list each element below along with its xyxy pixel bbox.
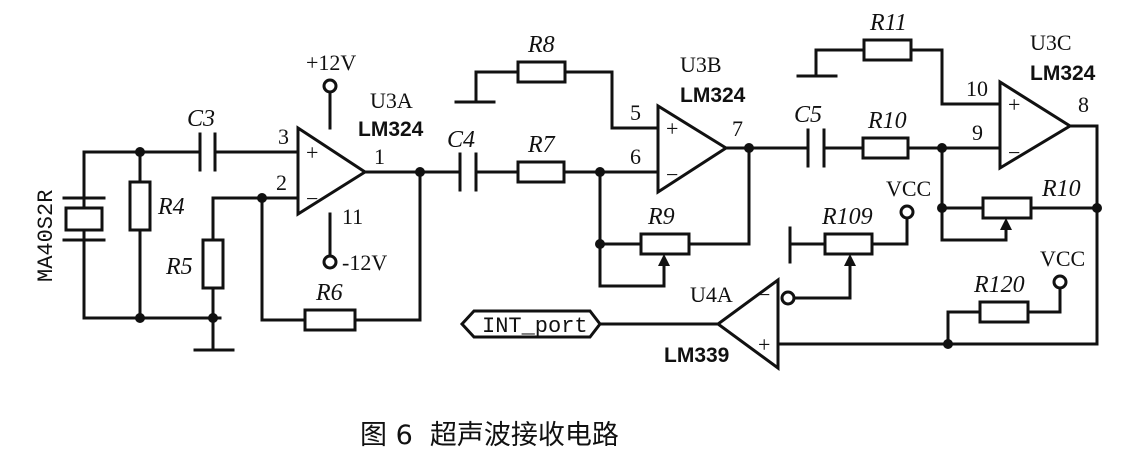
r10-wiper-arrow <box>1000 218 1012 230</box>
label-u3b-ref: U3B <box>680 52 722 77</box>
label-neg12: -12V <box>342 250 387 275</box>
u3a-pin-minus: 2 <box>276 170 287 195</box>
r109-wiper-arrow <box>844 254 856 266</box>
label-r8: R8 <box>527 32 555 58</box>
u3a-sign-minus: − <box>306 186 318 211</box>
u3a-pin-out: 1 <box>374 144 385 169</box>
u3c-pin-plus: 10 <box>966 76 988 101</box>
label-vcc1: VCC <box>886 176 931 201</box>
resistor-r9 <box>639 232 691 256</box>
r9-wiper-arrow <box>658 254 670 266</box>
label-u3c-part: LM324 <box>1030 62 1096 85</box>
comparator-u4a <box>715 277 780 371</box>
opamp-u3a <box>296 125 368 217</box>
u3b-sign-plus: + <box>666 116 678 141</box>
label-transducer: MA40S2R <box>34 190 59 282</box>
label-c4: C4 <box>447 127 475 153</box>
capacitor-c5 <box>806 128 826 168</box>
u3b-pin-plus: 5 <box>630 100 641 125</box>
u4a-sign-minus: − <box>758 282 770 307</box>
label-u3c-ref: U3C <box>1030 30 1072 55</box>
resistor-r8 <box>516 60 567 84</box>
opamp-u3b <box>656 103 729 195</box>
u3a-pin-vneg: 11 <box>342 204 363 229</box>
label-r109: R109 <box>821 204 873 230</box>
terminal-neg12 <box>322 254 338 270</box>
resistor-r7 <box>516 160 566 184</box>
label-pos12: +12V <box>306 50 356 75</box>
label-c5: C5 <box>794 102 822 128</box>
label-r6: R6 <box>315 280 343 306</box>
terminal-pos12 <box>322 78 338 94</box>
u4a-inverting-bubble <box>780 290 796 306</box>
capacitor-c3 <box>198 132 217 172</box>
u3c-pin-out: 8 <box>1078 92 1089 117</box>
resistor-r10-pot <box>981 196 1033 220</box>
label-r10-series: R10 <box>867 108 907 134</box>
resistor-r5 <box>201 238 225 290</box>
ultrasonic-transducer <box>62 180 106 242</box>
labels: MA40S2R C3 C4 C5 R4 R5 R6 R7 R8 R9 R10 R… <box>34 10 1096 451</box>
label-r7: R7 <box>527 132 556 158</box>
wires <box>82 48 1099 352</box>
u3b-pin-out: 7 <box>732 116 743 141</box>
resistor-r109 <box>823 232 874 256</box>
resistor-r11 <box>862 38 913 62</box>
resistor-r6 <box>303 308 357 332</box>
capacitor-c4 <box>458 152 478 192</box>
label-c3: C3 <box>187 106 215 132</box>
figure-caption: 图 6 超声波接收电路 <box>360 420 619 451</box>
label-u3a-part: LM324 <box>358 118 424 141</box>
label-u4a-part: LM339 <box>664 344 729 367</box>
resistor-r10-series <box>861 136 910 160</box>
u4a-sign-plus: + <box>758 332 770 357</box>
label-r10-pot: R10 <box>1041 176 1081 202</box>
label-r5: R5 <box>165 254 193 280</box>
terminal-vcc1 <box>899 204 915 220</box>
terminal-vcc2 <box>1052 274 1068 290</box>
label-u3b-part: LM324 <box>680 84 746 107</box>
int-port-tag <box>459 309 602 339</box>
junctions <box>135 143 1102 349</box>
u3a-sign-plus: + <box>306 140 318 165</box>
label-r9: R9 <box>647 204 675 230</box>
resistor-r120 <box>978 300 1030 324</box>
label-r4: R4 <box>157 194 185 220</box>
label-r11: R11 <box>869 10 907 36</box>
u3c-sign-plus: + <box>1008 92 1020 117</box>
resistor-r4 <box>128 180 152 232</box>
u3b-sign-minus: − <box>666 162 678 187</box>
u3c-pin-minus: 9 <box>972 120 983 145</box>
label-vcc2: VCC <box>1040 246 1085 271</box>
u3c-sign-minus: − <box>1008 140 1020 165</box>
u3a-pin-plus: 3 <box>278 124 289 149</box>
label-r120: R120 <box>973 272 1025 298</box>
label-u4a-ref: U4A <box>690 282 733 307</box>
opamp-u3c <box>998 79 1073 171</box>
label-u3a-ref: U3A <box>370 88 413 113</box>
u3b-pin-minus: 6 <box>630 144 641 169</box>
label-int-port: INT_port <box>482 314 588 339</box>
